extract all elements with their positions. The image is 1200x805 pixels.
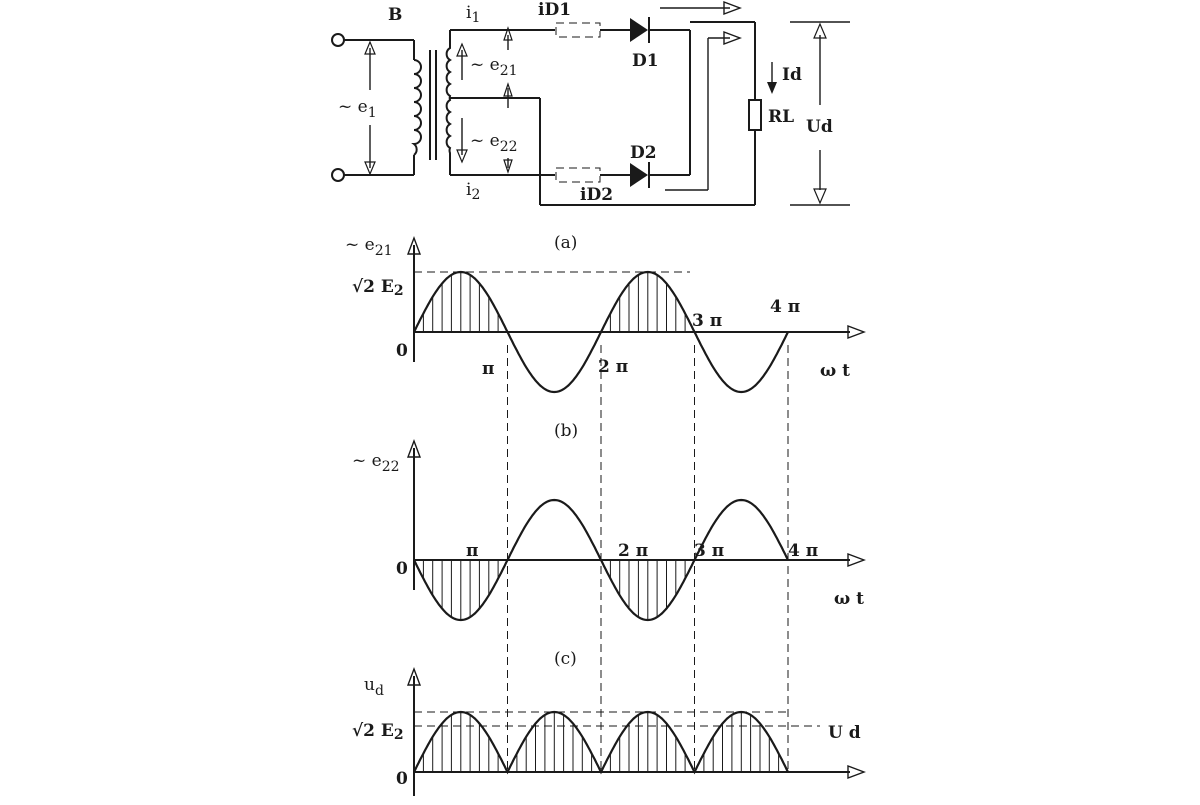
graph-c-tick-2pi: 2 π <box>618 541 648 561</box>
graph-b-xlabel: ω t <box>820 361 850 381</box>
secondary-coil <box>445 40 452 175</box>
graph-c-origin: 0 <box>396 559 408 579</box>
graph-c-tick-pi: π <box>466 541 478 561</box>
transformer-label: B <box>388 5 402 25</box>
secondary-upper-label: ~ e21 <box>470 55 518 79</box>
graph-d: ud √2 E2 0 U d <box>352 667 866 796</box>
arrow-id1-icon <box>723 0 742 16</box>
load-current-label: Id <box>782 65 802 85</box>
secondary-lower-label: ~ e22 <box>470 131 518 155</box>
diode-current-1-label: iD1 <box>538 0 571 20</box>
primary-terminal-bottom <box>331 168 345 182</box>
caption-a: (a) <box>554 233 577 253</box>
graph-d-hatching <box>422 712 780 772</box>
graph-b-tick-4pi: 4 π <box>770 297 800 317</box>
current-i2-label: i2 <box>466 180 480 203</box>
circuit: B ~ e1 ~ e21 ~ e22 i1 i2 iD1 iD2 D1 D2 I… <box>331 0 850 253</box>
graph-c-tick-3pi: 3 π <box>694 541 724 561</box>
graph-d-ud-curve <box>413 710 789 775</box>
graph-d-amplitude-label: √2 E2 <box>352 721 404 743</box>
graph-d-average-label: U d <box>828 723 861 743</box>
graph-c-tick-4pi: 4 π <box>788 541 818 561</box>
graph-c-hatching <box>422 560 686 620</box>
ammeter-id1 <box>555 22 601 38</box>
diode-2-label: D2 <box>630 143 657 163</box>
graph-b-hatching <box>422 272 686 332</box>
graph-c-xlabel: ω t <box>834 589 864 609</box>
graph-b-e21-curve <box>413 270 789 394</box>
primary-coil <box>411 59 422 156</box>
caption-c: (c) <box>554 649 577 669</box>
phase-guide-lines <box>507 345 789 772</box>
graph-c: ~ e22 0 π 2 π 3 π 4 π ω t (c) <box>352 439 866 669</box>
graph-d-ylabel: ud <box>364 675 384 699</box>
current-i1-label: i1 <box>466 3 480 26</box>
diode-current-2-label: iD2 <box>580 185 613 205</box>
graph-d-origin: 0 <box>396 769 408 789</box>
diode-1-label: D1 <box>632 51 659 71</box>
graph-b-tick-2pi: 2 π <box>598 357 628 377</box>
arrow-id-icon <box>767 82 777 94</box>
graph-b-ylabel: ~ e21 <box>345 235 393 259</box>
diode-d1-icon <box>630 18 648 42</box>
primary-voltage-label: ~ e1 <box>338 97 377 121</box>
graph-b-tick-pi: π <box>482 359 494 379</box>
graph-b-origin: 0 <box>396 341 408 361</box>
load-label: RL <box>768 107 794 127</box>
primary-terminal-top <box>331 33 345 47</box>
graph-b-tick-3pi: 3 π <box>692 311 722 331</box>
load-resistor-rl <box>748 99 762 131</box>
caption-b: (b) <box>554 421 578 441</box>
arrow-id2-icon <box>723 30 742 46</box>
output-voltage-label: Ud <box>806 117 833 137</box>
graph-b: ~ e21 √2 E2 0 π 2 π 3 π 4 π ω t (b) <box>345 235 866 441</box>
graph-c-ylabel: ~ e22 <box>352 451 400 475</box>
graph-b-amplitude-label: √2 E2 <box>352 277 404 299</box>
ammeter-id2 <box>555 167 601 183</box>
diode-d2-icon <box>630 163 648 187</box>
